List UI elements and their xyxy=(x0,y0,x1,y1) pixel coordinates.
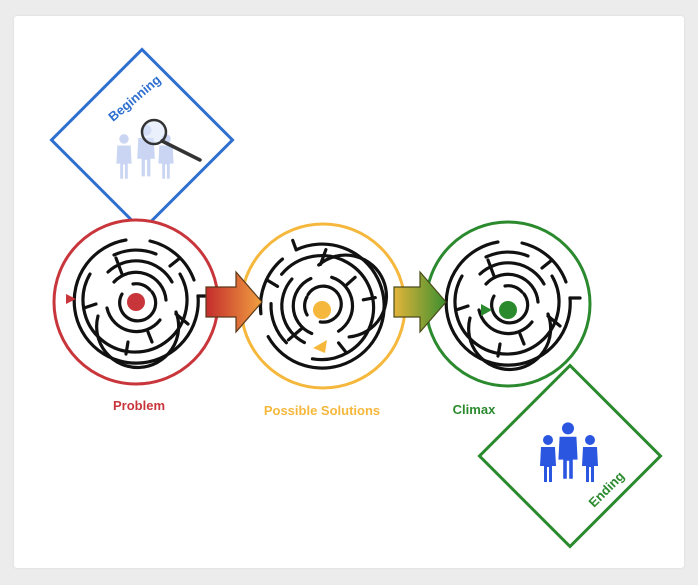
problem-stage: Problem xyxy=(52,218,220,413)
possible-solutions-label: Possible Solutions xyxy=(264,403,380,418)
arrow-solutions-to-climax xyxy=(393,270,447,334)
people-magnifier-icon xyxy=(116,118,202,179)
possible-solutions-stage: Possible Solutions xyxy=(238,214,408,418)
climax-label: Climax xyxy=(453,402,496,417)
climax-center-dot xyxy=(499,301,517,319)
problem-center-dot xyxy=(127,293,145,311)
ending-diamond: Ending xyxy=(477,363,663,549)
solutions-pointer-marker xyxy=(313,340,327,353)
arrow-problem-to-solutions xyxy=(205,270,263,334)
climax-entry-marker xyxy=(481,304,492,316)
beginning-diamond: Beginning xyxy=(49,47,235,233)
problem-entry-marker xyxy=(66,294,76,304)
solutions-center-dot xyxy=(313,301,331,319)
problem-label: Problem xyxy=(113,398,165,413)
